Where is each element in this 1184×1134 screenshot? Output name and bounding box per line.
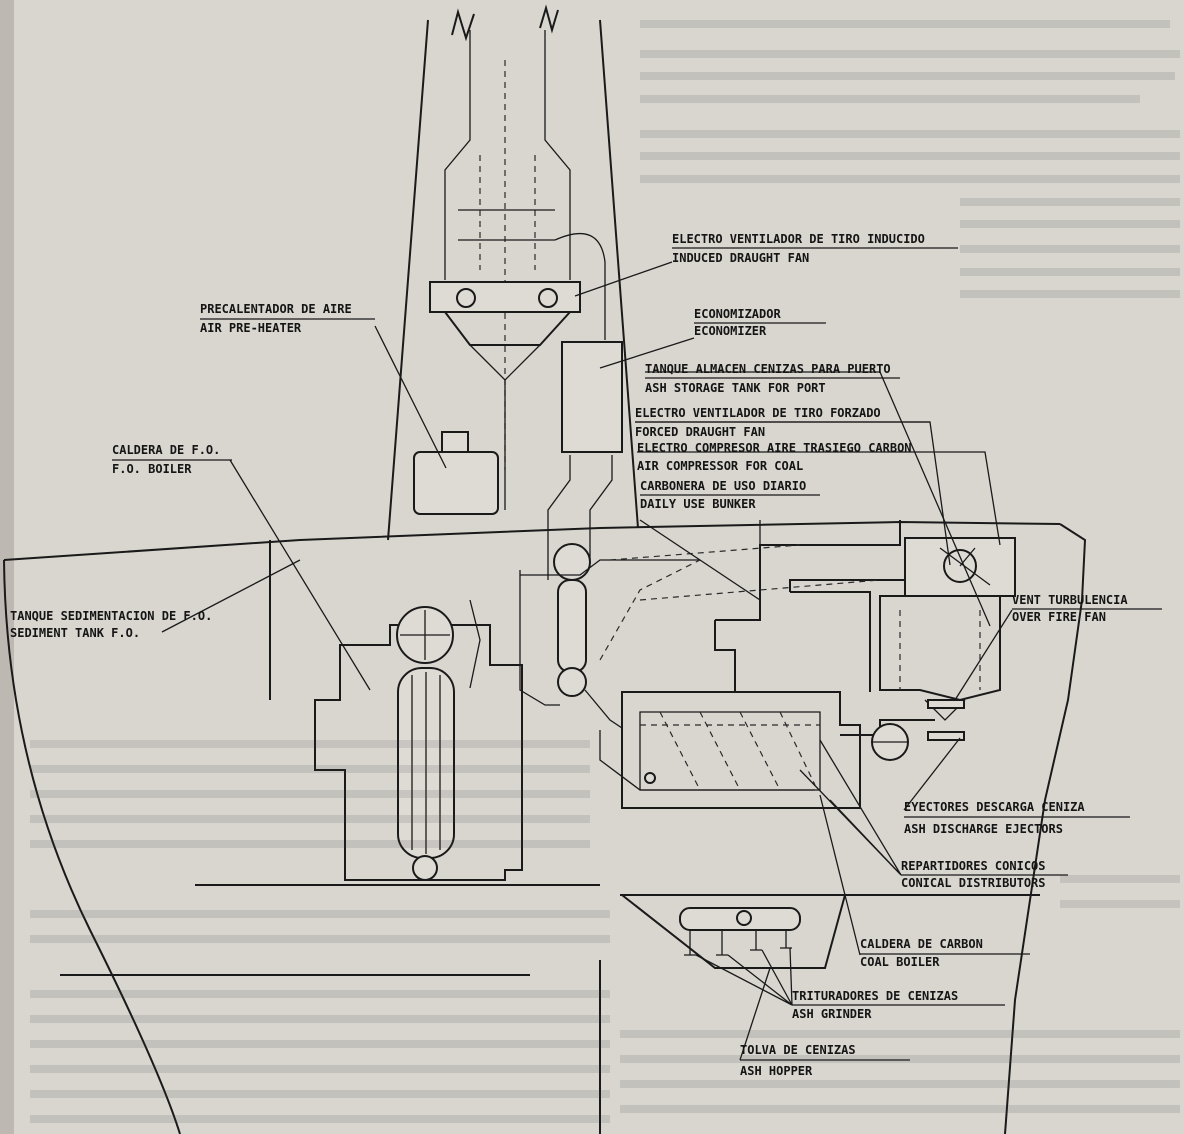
- label-ash-tank-en: ASH STORAGE TANK FOR PORT: [645, 381, 826, 395]
- label-distributors-en: CONICAL DISTRIBUTORS: [901, 876, 1046, 890]
- background-print-texture: [30, 20, 1180, 1123]
- ash-hopper-unit: [621, 894, 846, 969]
- air-preheater-cap: [441, 431, 469, 453]
- label-ejectors-en: ASH DISCHARGE EJECTORS: [904, 822, 1063, 836]
- label-bunker-en: DAILY USE BUNKER: [640, 497, 756, 511]
- ash-ejector-upper: [927, 699, 965, 709]
- label-hopper-en: ASH HOPPER: [740, 1064, 813, 1078]
- label-sediment-es: TANQUE SEDIMENTACION DE F.O.: [10, 609, 212, 623]
- fo-boiler-unit: [314, 599, 523, 881]
- label-forced-fan-es: ELECTRO VENTILADOR DE TIRO FORZADO: [635, 406, 881, 420]
- label-grinder-en: ASH GRINDER: [792, 1007, 872, 1021]
- label-coal-boiler-es: CALDERA DE CARBON: [860, 937, 983, 951]
- page-shadow-left: [0, 0, 14, 1134]
- ash-grinder-motor-icon: [736, 910, 752, 926]
- label-economizer-es: ECONOMIZADOR: [694, 307, 781, 321]
- label-fo-boiler-es: CALDERA DE F.O.: [112, 443, 220, 457]
- label-forced-fan-en: FORCED DRAUGHT FAN: [635, 425, 765, 439]
- induced-fan-right-motor-icon: [538, 288, 558, 308]
- label-over-fire-es: VENT TURBULENCIA: [1012, 593, 1128, 607]
- label-ejectors-es: EYECTORES DESCARGA CENIZA: [904, 800, 1085, 814]
- leader-lines: [161, 261, 1013, 1061]
- label-induced-fan-en: INDUCED DRAUGHT FAN: [672, 251, 809, 265]
- coal-boiler-burner-icon: [644, 772, 656, 784]
- coal-boiler-unit: [519, 520, 1016, 809]
- label-fo-boiler-en: F.O. BOILER: [112, 462, 192, 476]
- diagram-labels: ELECTRO VENTILADOR DE TIRO INDUCIDO INDU…: [10, 232, 1162, 1078]
- air-preheater-box: [413, 451, 499, 515]
- label-grinder-es: TRITURADORES DE CENIZAS: [792, 989, 958, 1003]
- label-compressor-en: AIR COMPRESSOR FOR COAL: [637, 459, 803, 473]
- label-compressor-es: ELECTRO COMPRESOR AIRE TRASIEGO CARBON: [637, 441, 912, 455]
- label-bunker-es: CARBONERA DE USO DIARIO: [640, 479, 806, 493]
- air-preheater-unit: [413, 431, 499, 515]
- economizer-unit: [547, 341, 623, 580]
- label-air-preheater-en: AIR PRE-HEATER: [200, 321, 302, 335]
- label-sediment-en: SEDIMENT TANK F.O.: [10, 626, 140, 640]
- label-hopper-es: TOLVA DE CENIZAS: [740, 1043, 856, 1057]
- label-ash-tank-es: TANQUE ALMACEN CENIZAS PARA PUERTO: [645, 362, 891, 376]
- ash-ejector-lower: [927, 731, 965, 741]
- coal-boiler-riser: [557, 579, 587, 673]
- coal-boiler-lower-drum-icon: [557, 667, 587, 697]
- label-over-fire-en: OVER FIRE FAN: [1012, 610, 1106, 624]
- label-air-preheater-es: PRECALENTADOR DE AIRE: [200, 302, 352, 316]
- uptake-duct: [429, 30, 606, 510]
- label-economizer-en: ECONOMIZER: [694, 324, 767, 338]
- funnel-casing: [387, 4, 639, 541]
- hull-outline: [3, 520, 1087, 1134]
- label-induced-fan-es: ELECTRO VENTILADOR DE TIRO INDUCIDO: [672, 232, 925, 246]
- fo-boiler-water-drum-icon: [412, 855, 438, 881]
- induced-fan-left-motor-icon: [456, 288, 476, 308]
- label-distributors-es: REPARTIDORES CONICOS: [901, 859, 1046, 873]
- economizer-box: [561, 341, 623, 453]
- label-coal-boiler-en: COAL BOILER: [860, 955, 940, 969]
